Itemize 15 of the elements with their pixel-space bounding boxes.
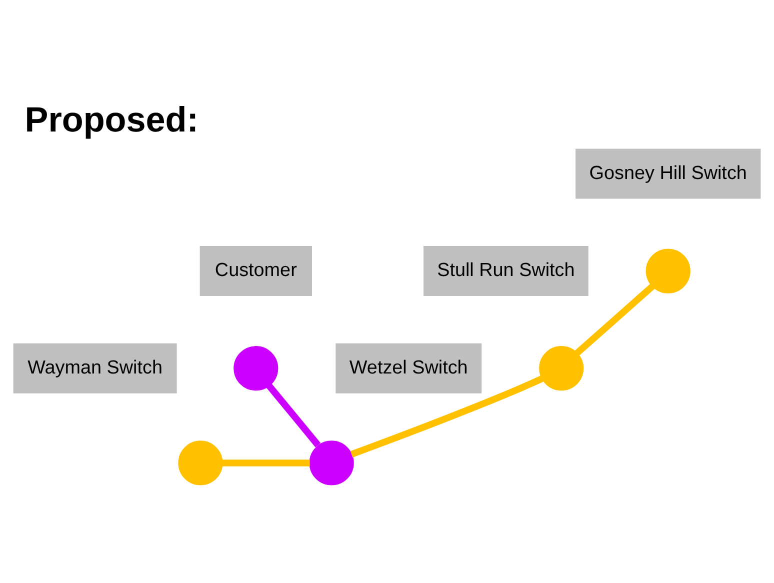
connector — [350, 375, 544, 457]
node-label: Customer — [214, 260, 297, 281]
node-label: Wetzel Switch — [349, 356, 468, 378]
diagram-title: Proposed: — [24, 100, 198, 140]
node-circle — [178, 440, 223, 485]
node-circle — [309, 440, 354, 485]
node-circle — [539, 346, 584, 390]
node-label: Wayman Switch — [28, 356, 162, 378]
node-circle — [234, 346, 278, 390]
node-circle — [646, 248, 690, 293]
connector — [574, 283, 655, 356]
connector — [222, 459, 310, 466]
node-label: Stull Run Switch — [437, 260, 575, 281]
connector — [266, 383, 321, 447]
node-label: Gosney Hill Switch — [589, 162, 747, 184]
